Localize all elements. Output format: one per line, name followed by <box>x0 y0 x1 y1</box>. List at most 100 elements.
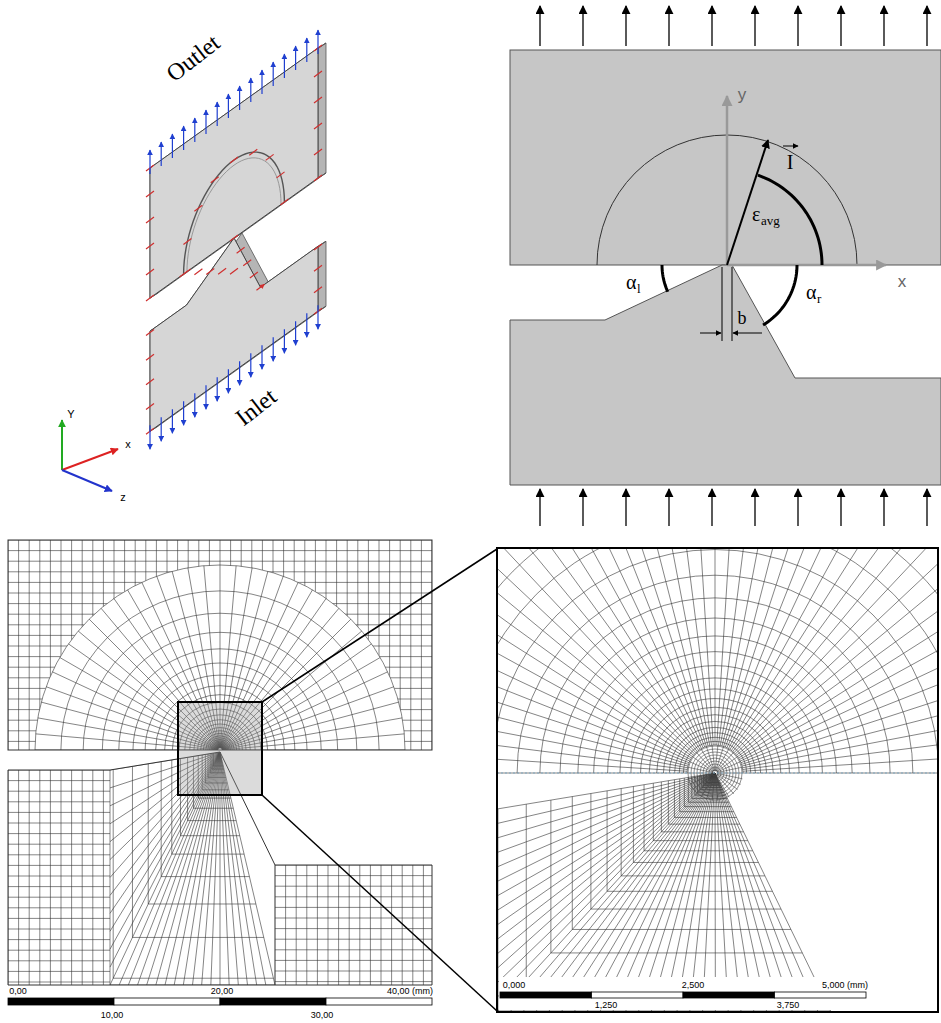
load-arrow <box>926 6 927 46</box>
scale-segment <box>8 998 114 1005</box>
load-arrow <box>217 102 218 126</box>
upper-plate <box>510 50 941 265</box>
load-arrow <box>306 313 307 337</box>
load-arrow <box>582 6 583 46</box>
load-arrow <box>273 62 274 86</box>
boundary-marks <box>146 45 322 434</box>
scale-label: 30,00 <box>310 1011 335 1020</box>
scale-segment <box>592 992 684 998</box>
load-arrow <box>582 489 583 526</box>
load-arrow <box>711 489 712 526</box>
load-arrow <box>797 489 798 526</box>
load-arrow <box>668 489 669 526</box>
axis-label: x <box>125 439 131 450</box>
zoom-leader <box>262 549 497 702</box>
load-arrow <box>539 489 540 526</box>
scale-bar <box>8 998 432 1005</box>
angle-arc <box>662 265 668 292</box>
lower-plate <box>510 265 941 485</box>
scale-label: 1,250 <box>594 1001 619 1010</box>
angle-arc <box>758 175 822 265</box>
scale-label: 40,00 (mm) <box>386 987 434 996</box>
load-arrow <box>217 377 218 401</box>
load-arrow <box>840 6 841 46</box>
scale-label: 20,00 <box>210 987 235 996</box>
axis-label: y <box>738 86 747 103</box>
angle-symbol: α <box>806 282 816 302</box>
dimension-arrow <box>700 333 721 334</box>
load-arrow <box>194 393 195 417</box>
interface-line <box>497 773 938 774</box>
load-arrow <box>228 94 229 118</box>
load-arrow <box>625 6 626 46</box>
scale-label: 5,000 (mm) <box>821 981 869 990</box>
scale-segment <box>500 992 592 998</box>
x-axis <box>727 264 886 267</box>
load-arrow <box>883 489 884 526</box>
load-arrow <box>284 54 285 78</box>
axis-label: z <box>120 492 126 503</box>
load-arrow <box>295 46 296 70</box>
axis-triad <box>62 420 118 491</box>
load-arrow <box>205 110 206 134</box>
load-arrow <box>161 142 162 166</box>
subscript: l <box>637 282 641 295</box>
scale-segment <box>326 998 432 1005</box>
load-arrow <box>239 86 240 110</box>
z-axis <box>62 470 112 491</box>
load-arrow <box>317 305 318 329</box>
load-arrow <box>926 489 927 526</box>
dimension-line <box>722 267 723 341</box>
plate-face <box>150 48 318 298</box>
y-axis <box>726 96 729 265</box>
load-arrow <box>149 425 150 449</box>
vector-sign <box>783 146 798 147</box>
zoom-region <box>178 702 262 795</box>
angle-symbol: ε <box>752 204 760 224</box>
scale-segment <box>683 992 775 998</box>
load-arrow <box>228 369 229 393</box>
load-arrow <box>668 6 669 46</box>
load-arrow <box>172 409 173 433</box>
axis-label: x <box>898 273 907 290</box>
scale-label: 0,00 <box>8 987 28 996</box>
scale-segment <box>220 998 326 1005</box>
load-arrow <box>295 321 296 345</box>
angle-symbol: α <box>626 272 636 292</box>
load-arrow <box>261 70 262 94</box>
specimen-3d <box>146 30 326 449</box>
vector-i <box>727 140 768 265</box>
load-arrow <box>239 361 240 385</box>
load-arrow <box>161 417 162 441</box>
load-arrow <box>194 118 195 142</box>
subscript: r <box>817 292 821 305</box>
load-arrow <box>284 329 285 353</box>
subscript: avg <box>761 214 780 227</box>
x-axis <box>62 449 118 470</box>
zoom-leader <box>262 795 497 1011</box>
port-label: Inlet <box>231 384 280 430</box>
load-arrow <box>797 6 798 46</box>
load-arrow <box>840 489 841 526</box>
load-arrow <box>183 401 184 425</box>
port-label: Outlet <box>162 30 224 86</box>
load-arrow <box>711 6 712 46</box>
dimension-label: b <box>738 309 747 327</box>
scale-label: 10,00 <box>100 1011 125 1020</box>
half-disc-rim <box>187 158 281 272</box>
scale-bar <box>499 977 873 1010</box>
scale-label: 3,750 <box>776 1001 801 1010</box>
zoom-frame <box>497 548 938 1012</box>
scale-label: 0,000 <box>502 981 527 990</box>
axis-label: Y <box>67 409 74 420</box>
load-arrow <box>883 6 884 46</box>
scale-ground <box>499 977 873 1010</box>
half-disc-edge <box>184 152 285 274</box>
scale-segment <box>114 998 220 1005</box>
dimension-arrow <box>733 333 762 334</box>
mesh-fan <box>497 773 831 1012</box>
load-arrow <box>625 489 626 526</box>
